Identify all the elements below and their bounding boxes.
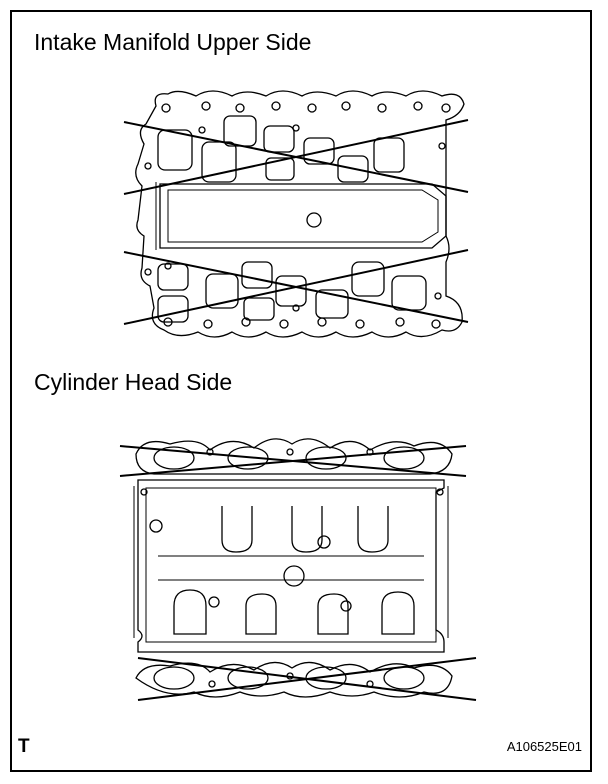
upper-gasket-diagram bbox=[116, 86, 476, 356]
upper-gasket-outline bbox=[136, 91, 464, 337]
head-gasket-outline bbox=[134, 480, 448, 652]
head-cross-marks bbox=[120, 446, 476, 700]
upper-ports-bottom bbox=[158, 262, 426, 322]
head-flange-top bbox=[136, 439, 452, 474]
head-bolt-holes bbox=[141, 449, 443, 687]
figure-code: A106525E01 bbox=[506, 739, 582, 754]
upper-cross-marks bbox=[124, 120, 468, 324]
head-side-caption: Cylinder Head Side bbox=[34, 369, 233, 395]
head-flange-bottom bbox=[136, 662, 452, 697]
corner-marker: T bbox=[18, 736, 30, 757]
figure-frame: Intake Manifold Upper Side Cylinder Head… bbox=[10, 10, 592, 772]
head-ports bbox=[174, 506, 414, 634]
upper-bolt-holes bbox=[145, 102, 450, 328]
head-gasket-diagram bbox=[114, 430, 476, 704]
upper-side-caption: Intake Manifold Upper Side bbox=[34, 29, 312, 55]
